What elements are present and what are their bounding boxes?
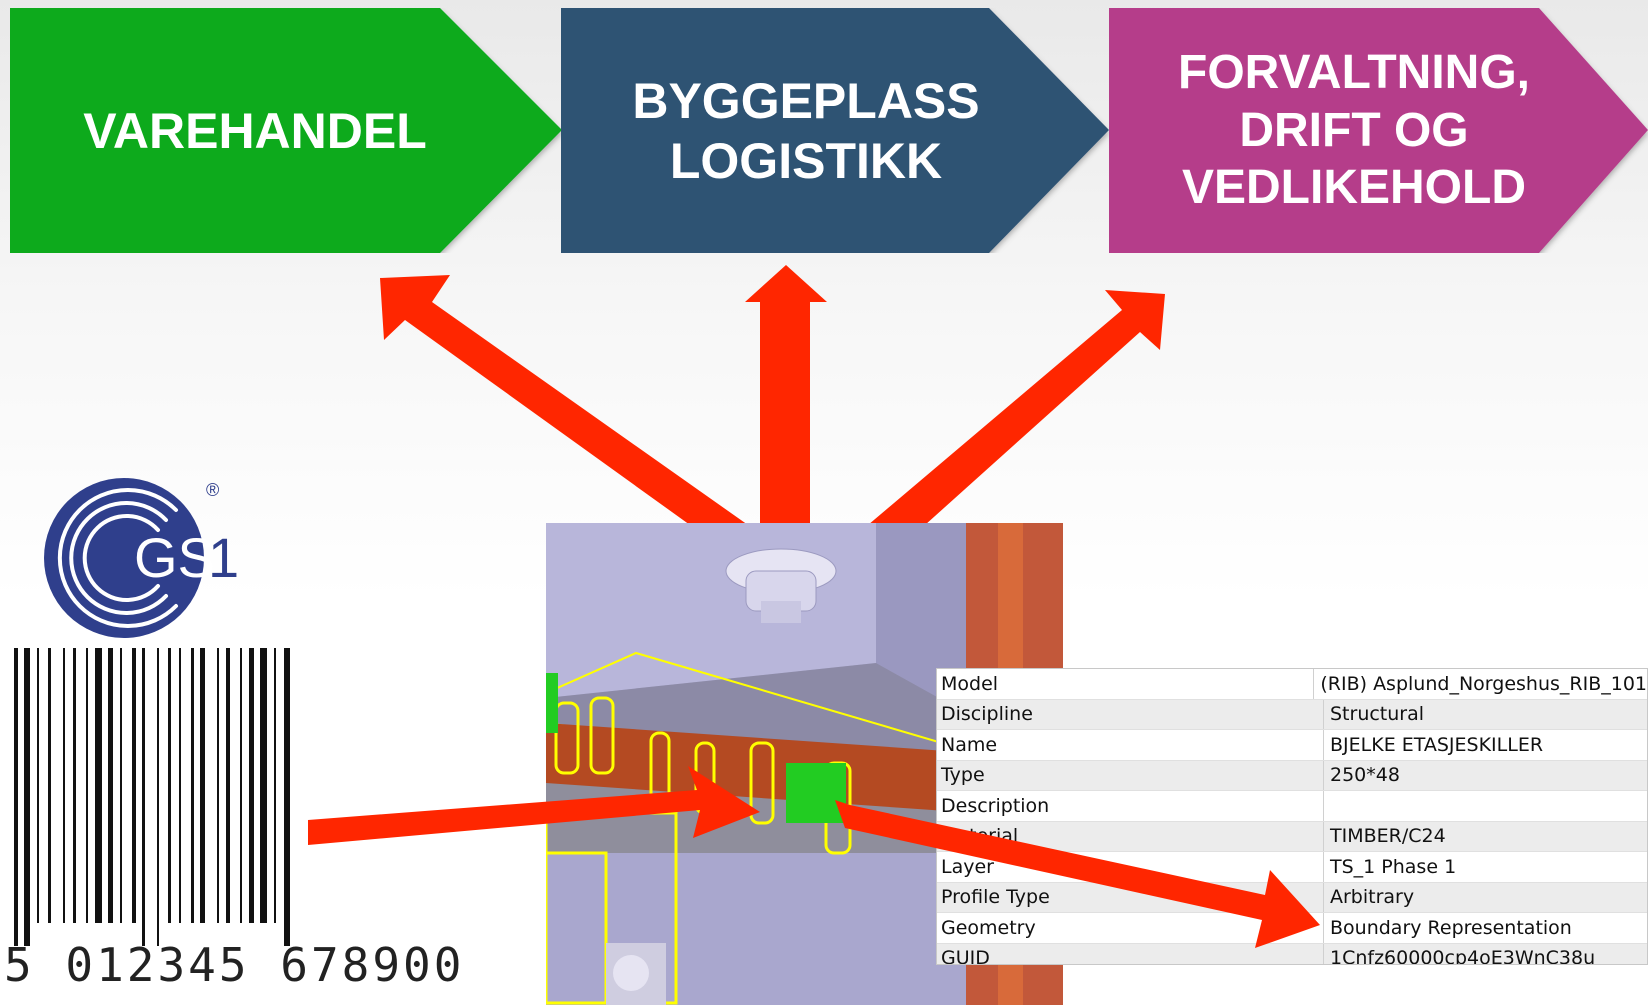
property-row-model[interactable]: Model(RIB) Asplund_Norgeshus_RIB_101 bbox=[937, 669, 1647, 700]
barcode-bar bbox=[226, 648, 230, 923]
arrow-up-left bbox=[380, 275, 748, 525]
property-row-description[interactable]: Description bbox=[937, 791, 1647, 822]
barcode-bar bbox=[179, 648, 181, 923]
gs1-logo-arcs bbox=[44, 478, 204, 638]
barcode-bar bbox=[37, 648, 39, 923]
property-key: GUID bbox=[937, 943, 1324, 964]
property-key: Description bbox=[937, 791, 1324, 821]
barcode-bar bbox=[200, 648, 205, 923]
toilet-icon bbox=[725, 548, 837, 623]
property-value bbox=[1324, 791, 1330, 821]
barcode-bar bbox=[108, 648, 113, 923]
property-value: Arbitrary bbox=[1330, 886, 1415, 909]
property-key: Name bbox=[937, 730, 1324, 760]
property-row-layer[interactable]: Layer TS_1 Phase 1 bbox=[937, 852, 1647, 883]
barcode-bar bbox=[191, 648, 194, 923]
property-value: TIMBER/C24 bbox=[1330, 825, 1446, 848]
barcode-bar bbox=[63, 648, 65, 923]
barcode-bar bbox=[73, 648, 76, 923]
property-value: Structural bbox=[1330, 703, 1425, 726]
chevron-shape-3 bbox=[1109, 8, 1648, 253]
chevron-shape-1 bbox=[10, 8, 562, 253]
property-row-discipline[interactable]: Discipline Structural bbox=[937, 699, 1647, 730]
property-key: Discipline bbox=[937, 699, 1324, 729]
properties-panel: Model(RIB) Asplund_Norgeshus_RIB_101 Dis… bbox=[936, 668, 1648, 965]
barcode-bar bbox=[284, 648, 290, 946]
property-row-profile-type[interactable]: Profile Type Arbitrary bbox=[937, 882, 1647, 913]
barcode-bar bbox=[157, 648, 159, 946]
barcode-bar bbox=[24, 648, 30, 946]
arrow-up-center bbox=[745, 265, 827, 525]
barcode-bar bbox=[274, 648, 276, 923]
property-key: Type bbox=[937, 760, 1324, 790]
stage-varehandel: VAREHANDEL bbox=[10, 8, 562, 253]
barcode-digits: 5 012345 678900 bbox=[4, 938, 465, 992]
property-row-name[interactable]: Name BJELKE ETASJESKILLER bbox=[937, 730, 1647, 761]
barcode-bar bbox=[249, 648, 254, 923]
barcode-bar bbox=[14, 648, 18, 946]
stage-label: FORVALTNING, DRIFT OG VEDLIKEHOLD bbox=[1178, 46, 1530, 215]
arrow-up-right bbox=[868, 290, 1165, 525]
barcode-bar bbox=[132, 648, 136, 923]
property-value: (RIB) Asplund_Norgeshus_RIB_101 bbox=[1320, 672, 1647, 695]
stage-label: VAREHANDEL bbox=[83, 102, 427, 159]
barcode-bars bbox=[14, 648, 290, 946]
barcode-bar bbox=[260, 648, 267, 923]
registered-mark-icon: ® bbox=[206, 480, 219, 500]
barcode-bar bbox=[120, 648, 122, 923]
barcode: 5 012345 678900 bbox=[4, 648, 461, 992]
gs1-logo: GS 1 ® bbox=[44, 478, 239, 638]
barcode-bar bbox=[168, 648, 171, 923]
property-key: Layer bbox=[937, 852, 1324, 882]
property-key: Geometry bbox=[937, 913, 1324, 943]
barcode-bar bbox=[95, 648, 102, 923]
property-value: TS_1 Phase 1 bbox=[1330, 855, 1457, 878]
stage-label: BYGGEPLASS LOGISTIKK bbox=[632, 72, 980, 189]
property-key: Material bbox=[937, 821, 1324, 851]
barcode-bar bbox=[86, 648, 88, 923]
property-row-type[interactable]: Type 250*48 bbox=[937, 760, 1647, 791]
stage-forvaltning: FORVALTNING, DRIFT OG VEDLIKEHOLD bbox=[1109, 8, 1648, 253]
stage-byggeplass-logistikk: BYGGEPLASS LOGISTIKK bbox=[561, 8, 1109, 253]
property-value: Boundary Representation bbox=[1330, 916, 1572, 939]
property-row-geometry[interactable]: Geometry Boundary Representation bbox=[937, 913, 1647, 944]
property-row-guid[interactable]: GUID 1Cnfz60000cp4oE3WnC38u bbox=[937, 943, 1647, 965]
barcode-bar bbox=[217, 648, 219, 923]
barcode-bar bbox=[48, 648, 51, 923]
property-key: Profile Type bbox=[937, 882, 1324, 912]
gs1-logo-digit: 1 bbox=[208, 526, 239, 589]
barcode-bar bbox=[240, 648, 242, 923]
property-value: BJELKE ETASJESKILLER bbox=[1330, 733, 1544, 756]
barcode-bar bbox=[142, 648, 145, 946]
chevron-shape-2 bbox=[561, 8, 1109, 253]
property-key: Model bbox=[937, 669, 1315, 699]
property-row-material[interactable]: Material TIMBER/C24 bbox=[937, 821, 1647, 852]
property-value: 1Cnfz60000cp4oE3WnC38u bbox=[1330, 947, 1596, 965]
gs1-logo-text: GS bbox=[134, 526, 215, 589]
property-value: 250*48 bbox=[1330, 764, 1400, 787]
